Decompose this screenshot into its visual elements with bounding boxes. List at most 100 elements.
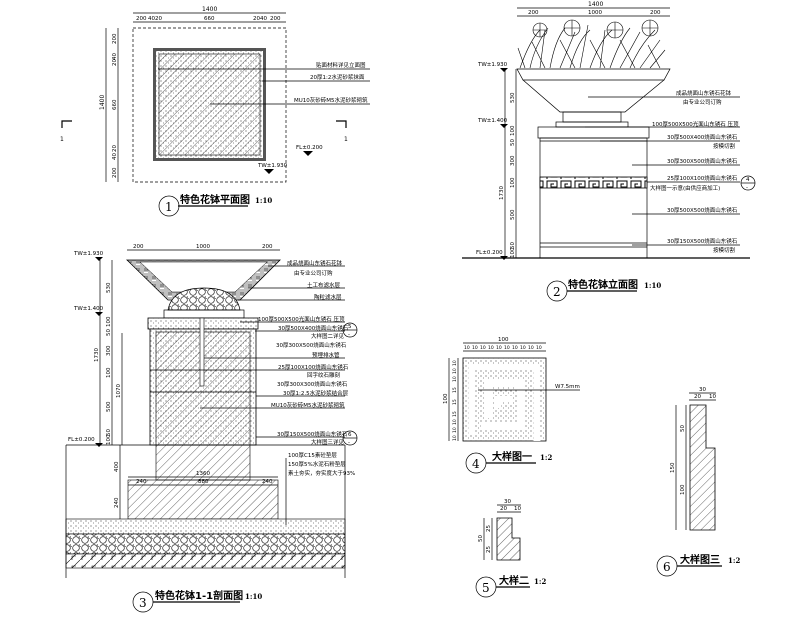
dim: 400 [114,461,120,472]
dim: 50 [510,139,516,146]
gravel-drainage-layer [167,287,241,311]
dim: 1730 [499,186,505,200]
dim: 15 [452,411,458,417]
dim: 300 [106,345,112,356]
detail-1-view: 100 10 10 10 10 10 10 10 10 10 10 100 10… [443,337,580,474]
dim: 100 [510,125,516,136]
label: 30厚1:2.5水泥砂浆结合层 [283,389,349,397]
dim: 240 [114,497,120,508]
dim: 500 [106,401,112,412]
dim-plan-total-depth: 1400 [99,95,106,110]
plants-illustration [517,19,666,69]
groove-width-label: W7.5mm [555,384,580,390]
dim: 20 [155,16,162,22]
dim: 15 [452,399,458,405]
label: 大样图二详见 [311,332,345,340]
view-title: 大样图三 [680,553,720,566]
cap-stone [537,126,650,139]
dim-plan-total-width: 1400 [202,6,217,13]
label: 成品烧面山东锈石花钵 [676,89,732,97]
label: 100厚500X500光面山东锈石 压顶 [652,120,739,128]
label: 30厚300X500烧面山东锈石 [667,157,738,165]
view-scale: 1:2 [534,577,546,586]
dim: 50 [680,425,686,432]
detail-2-view: 30 20 10 50 25 25 5 大样二 1:2 [475,499,546,598]
elevation-fl: FL±0.200 [296,145,323,151]
view-number: 5 [482,581,490,595]
dim: 530 [106,282,112,293]
dim: 100 [106,316,112,327]
plan-label: MU10灰砂砖M5水泥砂浆砌筑 [294,96,368,104]
label: 陶粒滤水层 [314,293,342,301]
view-scale: 1:10 [245,592,262,601]
dim: 200 [262,244,273,250]
label: 30厚300X300烧面山东锈石 [277,380,348,388]
dim: 150 [670,462,676,473]
dim: 10 [520,345,526,351]
dim: 20 [112,145,118,152]
view-title: 大样二 [499,574,529,587]
dim: 500 [510,209,516,220]
plan-view: 1400 200 40 20 660 20 40 200 1400 200 40… [60,6,370,217]
view-title: 特色花钵1-1剖面图 [155,589,243,602]
dim: 200 [528,10,539,16]
dim: 880 [198,479,209,485]
dim: 10 [452,360,458,366]
pedestal-column [539,137,648,259]
view-title: 特色花钵平面图 [180,193,250,206]
stone-bed [65,533,346,555]
dim: 30 [504,499,511,505]
view-scale: 1:2 [728,556,740,565]
dim: 100 [443,393,449,404]
dim: 660 [204,16,215,22]
dim: 10 [452,376,458,382]
dim: 50 [106,329,112,336]
detail-ref-number: 6 [348,432,352,438]
dim: 40 [112,153,118,160]
dim: 200 [270,16,281,22]
detail-ref-sub: - [348,332,350,338]
label: 100厚500X500光面山东锈石 压顶 [258,315,345,323]
dim: 200 [650,10,661,16]
dim: 50 [106,429,112,436]
greek-key-band [539,176,648,189]
dim: 10 [452,435,458,441]
plan-label: 20厚1:2水泥砂浆抹面 [310,73,365,81]
label: 土工布滤水层 [307,281,341,289]
dim: 530 [510,92,516,103]
dim: 660 [112,99,118,110]
dim: 300 [510,155,516,166]
elevation-tw-mid: TW±1.400 [477,118,508,124]
section-cut-mark-left [61,120,72,128]
dim: 1000 [196,244,210,250]
view-scale: 1:10 [644,281,661,290]
label: 回字纹石雕刻 [307,371,341,379]
label: 由专业公司订购 [683,98,722,106]
dim: 50 [478,535,484,542]
section-cut-mark-right [336,120,347,128]
dim: 10 [514,506,521,512]
dim: 1400 [588,1,603,8]
dim: 10 [464,345,470,351]
dim: 100 [680,484,686,495]
label: 30厚500X500烧面山东锈石 [667,206,738,214]
elevation-tw-top: TW±1.930 [73,251,104,257]
dim: 1730 [94,348,100,362]
view-number: 3 [139,596,147,610]
label: 大样图一示意(由供应商加工) [650,184,720,192]
label: 100厚C15素砼垫层 [288,451,337,459]
dim: 10 [452,368,458,374]
drain-pipe [199,317,205,387]
view-scale: 1:10 [255,196,272,205]
dim: 20 [500,506,507,512]
label: 30厚150X500烧面山东锈石 [277,430,348,438]
dim: 1000 [588,10,602,16]
dim: 200 [136,16,147,22]
dim: 240 [262,479,273,485]
planter-core-hatch [158,53,261,156]
detail-ref-sub: - [746,185,748,191]
dim: 200 [133,244,144,250]
dim: 1360 [196,471,210,477]
elevation-fl: FL±0.200 [68,437,95,443]
